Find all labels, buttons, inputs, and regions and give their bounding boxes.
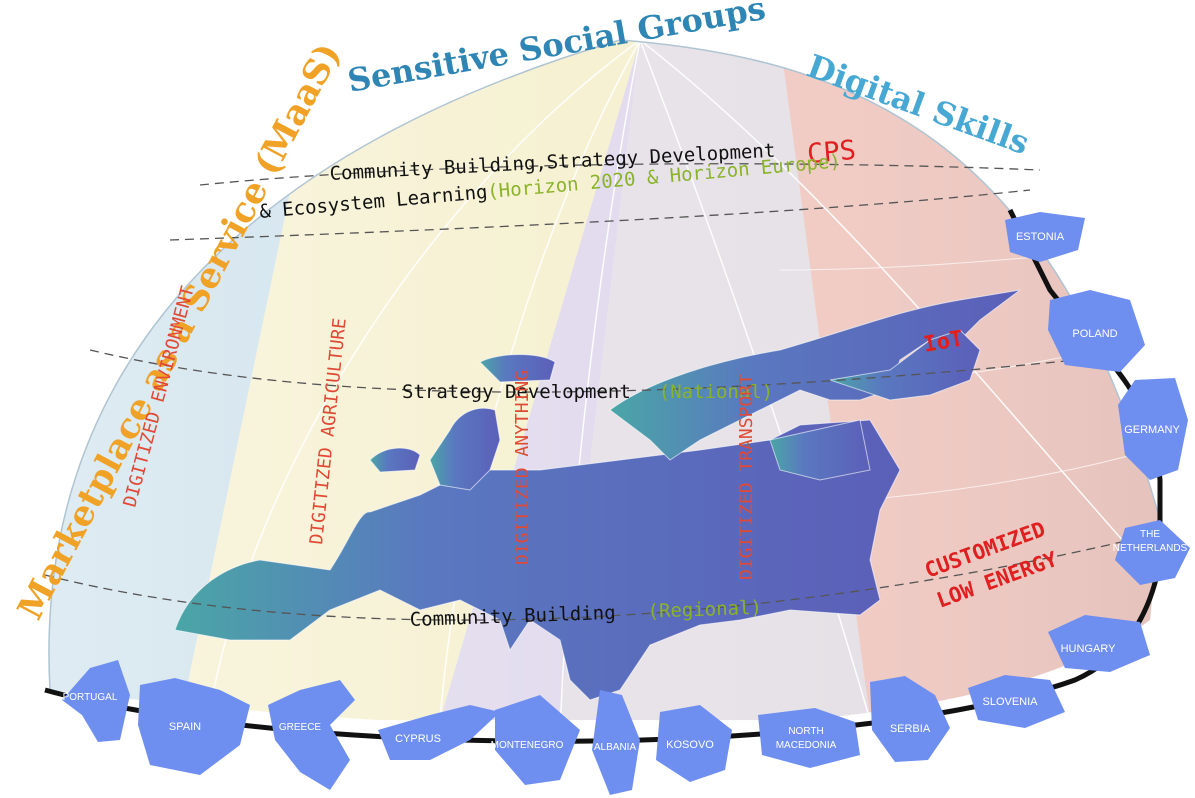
spain-label: SPAIN: [169, 721, 201, 733]
europe-map: [174, 289, 1021, 701]
netherlands-label-1: THE: [1140, 529, 1160, 540]
serbia-shape: [870, 676, 950, 762]
kosovo-label: KOSOVO: [666, 739, 714, 751]
portugal-shape: [62, 660, 130, 742]
sector-anything: DIGITIZED ANYTHING: [512, 370, 533, 565]
serbia-label: SERBIA: [890, 723, 931, 735]
latitude-bands: [44, 163, 1131, 621]
poland-shape: [1048, 290, 1145, 372]
cps-label: CPS: [806, 135, 857, 170]
sector-transport: DIGITIZED TRANSPORT: [736, 374, 757, 580]
cyprus-shape: [378, 705, 500, 760]
montenegro-label: MONTENEGRO: [491, 740, 564, 751]
albania-label: ALBANIA: [594, 742, 637, 753]
baltics: [769, 419, 871, 481]
country-labels: ESTONIA POLAND GERMANY THE NETHERLANDS H…: [63, 231, 1188, 753]
spain-shape: [138, 678, 250, 775]
great-britain: [429, 407, 501, 491]
estonia-label: ESTONIA: [1016, 231, 1065, 243]
mainland-europe: [174, 419, 901, 701]
ireland: [369, 447, 421, 473]
band-middle-green: (National): [659, 381, 773, 403]
country-shapes: [62, 212, 1190, 795]
band-bottom-green: (Regional): [647, 597, 762, 623]
north-macedonia-shape: [758, 708, 860, 768]
slovenia-label: SLOVENIA: [982, 696, 1038, 708]
germany-shape: [1118, 378, 1188, 480]
north-macedonia-label-2: MACEDONIA: [776, 740, 837, 751]
montenegro-shape: [495, 695, 580, 785]
hungary-label: HUNGARY: [1061, 643, 1116, 655]
kosovo-shape: [656, 705, 732, 782]
greece-label: GREECE: [279, 722, 322, 733]
band-middle: Strategy Development (National): [402, 381, 773, 403]
band-middle-text: Strategy Development: [402, 381, 631, 403]
germany-label: GERMANY: [1124, 424, 1180, 436]
albania-shape: [592, 690, 640, 795]
netherlands-label-2: NETHERLANDS: [1113, 543, 1188, 554]
finland: [829, 329, 981, 401]
portugal-label: PORTUGAL: [63, 692, 118, 703]
greece-shape: [268, 680, 355, 790]
iceland: [479, 354, 556, 383]
cyprus-label: CYPRUS: [395, 733, 441, 745]
estonia-shape: [1005, 212, 1085, 262]
slovenia-shape: [968, 675, 1065, 728]
poland-label: POLAND: [1072, 328, 1117, 340]
north-macedonia-label-1: NORTH: [788, 726, 823, 737]
hungary-shape: [1048, 615, 1150, 672]
netherlands-shape: [1115, 520, 1190, 585]
